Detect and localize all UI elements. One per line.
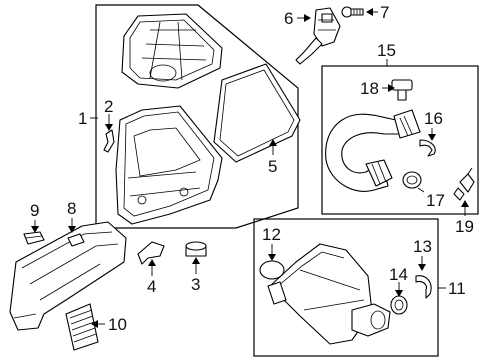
intake-air-temperature-sensor (391, 79, 413, 101)
arrow-19 (461, 200, 469, 207)
callout-13: 13 (413, 237, 432, 256)
arrow-13 (418, 264, 426, 271)
hose-clamp-13 (415, 275, 432, 299)
callout-5: 5 (268, 157, 277, 176)
callout-19: 19 (455, 217, 474, 236)
arrow-18 (388, 84, 395, 92)
callout-6: 6 (284, 9, 293, 28)
air-cleaner-lower-housing (115, 105, 223, 225)
bracket-4 (137, 241, 165, 265)
callout-11: 11 (448, 279, 466, 298)
resonator-group-frame (253, 218, 439, 357)
hose-clamp-16 (419, 139, 436, 157)
arrow-3 (192, 257, 200, 264)
callout-9: 9 (30, 201, 39, 220)
inlet-duct (9, 221, 127, 331)
arrow-2 (105, 124, 113, 131)
arrow-6 (304, 14, 311, 22)
callout-2: 2 (104, 97, 113, 116)
outlet-duct-group-frame (321, 65, 479, 215)
callout-3: 3 (191, 275, 200, 294)
arrow-8 (68, 226, 76, 233)
sensor-bolt (341, 6, 364, 18)
grommet-14 (390, 295, 408, 315)
callout-8: 8 (67, 199, 76, 218)
clip-part (103, 129, 115, 153)
outlet-duct (325, 109, 421, 192)
callout-14: 14 (389, 265, 408, 284)
grommet-17 (402, 171, 422, 189)
air-cleaner-upper-cover (121, 13, 223, 89)
callout-15: 15 (377, 41, 396, 60)
arrow-14 (395, 290, 403, 297)
callout-12: 12 (262, 225, 281, 244)
arrow-10 (91, 320, 98, 328)
arrow-12 (268, 254, 276, 261)
arrow-16 (428, 134, 436, 141)
callout-16: 16 (424, 109, 443, 128)
sensor-19 (453, 167, 475, 201)
callout-7: 7 (380, 3, 389, 22)
arrow-7 (366, 8, 373, 16)
arrow-9 (31, 226, 39, 233)
leader-17 (417, 187, 425, 193)
callout-17: 17 (426, 191, 445, 210)
arrow-4 (148, 259, 156, 266)
grommet-3 (185, 241, 207, 257)
resonator (267, 243, 391, 345)
hose-clamp-12 (259, 260, 285, 280)
callout-4: 4 (147, 277, 156, 296)
callout-10: 10 (108, 315, 127, 334)
air-filter-element (213, 63, 301, 163)
inlet-screen (65, 303, 99, 351)
callout-18: 18 (360, 79, 379, 98)
arrow-5 (269, 139, 277, 146)
callout-1: 1 (78, 109, 87, 128)
seal-9 (23, 231, 45, 245)
mass-air-flow-sensor (295, 7, 341, 65)
